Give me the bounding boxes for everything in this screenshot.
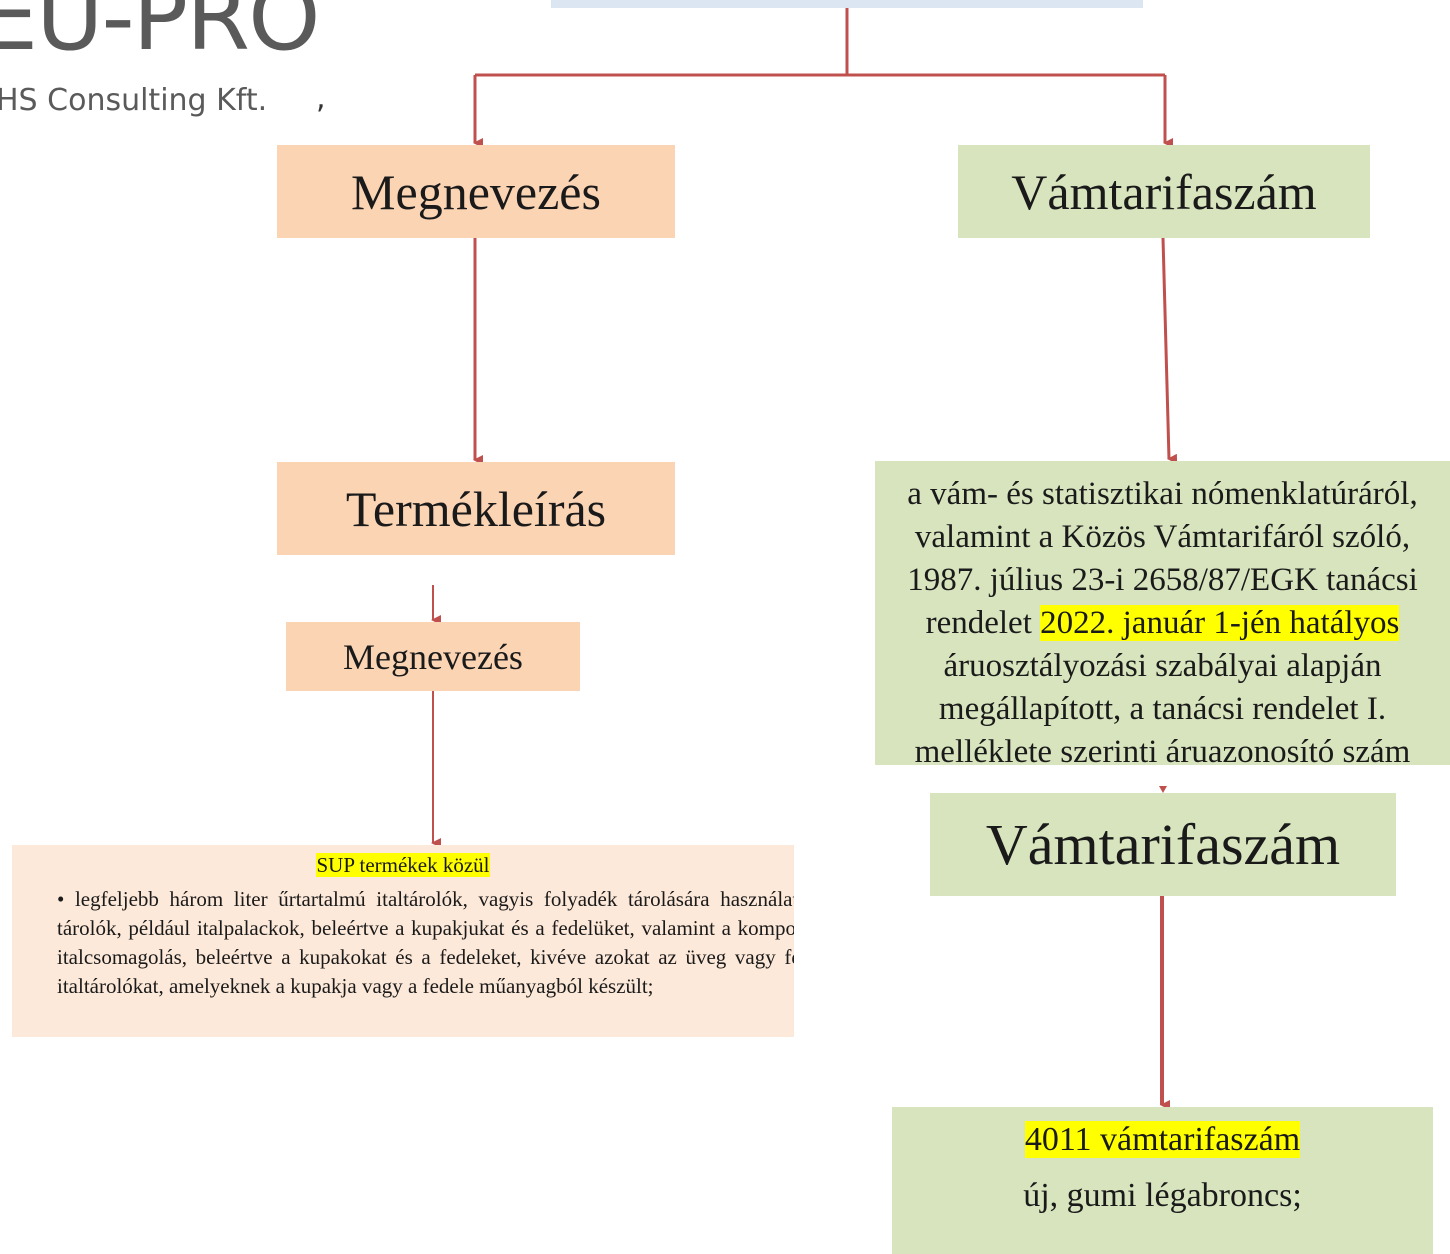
sup-title-highlight: SUP termékek közül: [316, 853, 490, 877]
company-logo: EU-PRO: [0, 0, 320, 71]
arrow-tariff-to-regulation: [1161, 237, 1178, 464]
company-name: HS Consulting Kft.: [0, 83, 268, 118]
tariff-number-box: Vámtarifaszám: [958, 145, 1370, 238]
root-box: [551, 0, 1143, 8]
regulation-text-before: a vám- és statisztikai nómenklatúráról, …: [907, 476, 1418, 641]
name-box: Megnevezés: [277, 145, 675, 238]
result-box: 4011 vámtarifaszám új, gumi légabroncs;: [892, 1107, 1433, 1254]
stray-comma: ,: [316, 81, 326, 116]
regulation-highlight: 2022. január 1-jén hatályos: [1040, 605, 1400, 641]
name-box-small: Megnevezés: [286, 622, 580, 691]
sup-products-box: SUP termékek közül • legfeljebb három li…: [12, 845, 794, 1037]
product-description-box: Termékleírás: [277, 462, 675, 555]
tariff-number-box-large: Vámtarifaszám: [930, 793, 1396, 896]
result-code-highlight: 4011 vámtarifaszám: [1024, 1121, 1301, 1158]
regulation-text-after: áruosztályozási szabályai alapján megáll…: [914, 648, 1411, 765]
result-description: új, gumi légabroncs;: [1023, 1177, 1302, 1214]
arrow-tip-regulation: [1159, 786, 1167, 793]
sup-body-text: • legfeljebb három liter űrtartalmú ital…: [57, 887, 794, 998]
regulation-box: a vám- és statisztikai nómenklatúráról, …: [875, 461, 1450, 765]
sup-title: SUP termékek közül: [12, 853, 794, 878]
result-code: 4011 vámtarifaszám: [892, 1121, 1433, 1159]
